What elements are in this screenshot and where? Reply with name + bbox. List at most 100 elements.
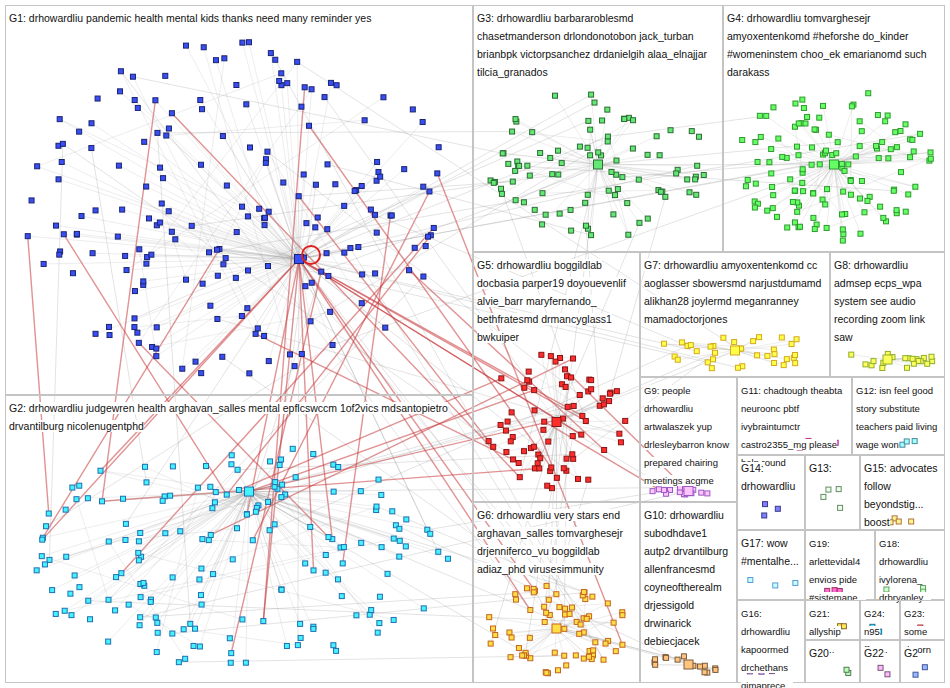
vertex <box>285 81 290 86</box>
vertex <box>299 351 304 356</box>
vertex <box>135 105 140 110</box>
vertex <box>857 144 862 149</box>
group-heading: G7: drhowardliu amyoxentenkomd cc aoglas… <box>644 259 821 325</box>
tie-line <box>133 77 503 154</box>
group-tie <box>827 207 880 228</box>
vertex <box>74 497 79 502</box>
vertex <box>85 496 90 501</box>
tie-line <box>267 152 579 395</box>
vertex <box>339 594 344 599</box>
vertex <box>215 316 220 321</box>
group-tie <box>196 259 299 362</box>
vertex <box>796 153 801 158</box>
vertex <box>119 571 124 576</box>
vertex <box>277 462 282 467</box>
group-panel: G8: drhowardliu admsep ecps_wpa system s… <box>830 252 945 377</box>
vertex <box>326 273 331 278</box>
vertex <box>880 366 885 371</box>
vertex <box>403 544 408 549</box>
vertex <box>752 205 757 210</box>
group-tie <box>227 186 299 259</box>
vertex <box>906 192 911 197</box>
vertex <box>568 207 573 212</box>
group-tie <box>735 344 792 350</box>
group-tie <box>216 60 264 218</box>
vertex <box>153 615 158 620</box>
vertex <box>636 177 641 182</box>
vertex <box>548 354 553 359</box>
group-tie <box>682 342 735 350</box>
group-tie <box>127 259 299 270</box>
vertex <box>375 630 380 635</box>
vertex <box>663 194 668 199</box>
vertex <box>123 253 128 258</box>
vertex <box>244 512 249 517</box>
group-tie <box>598 165 639 223</box>
group-tie <box>299 162 377 259</box>
vertex <box>34 568 39 573</box>
group-tie <box>834 131 900 164</box>
vertex <box>880 140 885 145</box>
vertex <box>146 216 151 221</box>
vertex <box>210 506 215 511</box>
vertex <box>656 487 661 492</box>
vertex <box>323 552 328 557</box>
vertex <box>532 388 537 393</box>
vertex <box>319 269 324 274</box>
vertex <box>810 145 815 150</box>
vertex <box>779 335 784 340</box>
group-tie <box>542 190 658 193</box>
vertex <box>540 222 545 227</box>
tie-line <box>544 436 573 607</box>
vertex <box>842 168 847 173</box>
vertex <box>592 100 597 105</box>
vertex <box>223 256 228 261</box>
vertex <box>379 492 384 497</box>
vertex <box>675 657 680 662</box>
group-tie <box>538 422 557 463</box>
group-tie <box>735 339 797 350</box>
tie-line <box>222 357 556 594</box>
vertex <box>857 196 862 201</box>
vertex <box>539 352 544 357</box>
vertex <box>215 247 220 252</box>
vertex <box>527 173 532 178</box>
vertex <box>571 403 576 408</box>
vertex <box>605 107 610 112</box>
vertex <box>77 483 82 488</box>
group-tie <box>249 492 305 564</box>
vertex <box>557 211 562 216</box>
vertex <box>542 604 547 609</box>
vertex <box>840 238 845 243</box>
group-tie <box>271 53 299 259</box>
group-tie <box>557 629 567 666</box>
group-tie <box>535 422 557 468</box>
tie-line <box>126 259 299 524</box>
vertex <box>550 172 555 177</box>
vertex <box>499 186 504 191</box>
vertex <box>903 122 908 127</box>
group-tie <box>777 165 834 217</box>
group-tie <box>203 159 266 283</box>
vertex <box>313 182 318 187</box>
group-tie <box>249 492 281 590</box>
vertex <box>279 71 284 76</box>
vertex <box>301 172 306 177</box>
group-heading: G16: drhowardliu kapoormed drchethans gi… <box>741 608 793 688</box>
vertex <box>389 213 394 218</box>
vertex <box>803 121 808 126</box>
group-tie <box>146 187 299 259</box>
vertex <box>767 160 772 165</box>
vertex <box>601 402 606 407</box>
vertex <box>582 590 587 595</box>
vertex <box>25 234 30 239</box>
vertex <box>658 189 663 194</box>
group-tie <box>42 492 249 557</box>
vertex <box>255 326 260 331</box>
vertex <box>772 360 777 365</box>
vertex <box>653 657 658 662</box>
group-tie <box>249 492 399 557</box>
group-tie <box>598 149 633 165</box>
group-heading: G2 <box>904 647 918 659</box>
vertex <box>522 385 527 390</box>
